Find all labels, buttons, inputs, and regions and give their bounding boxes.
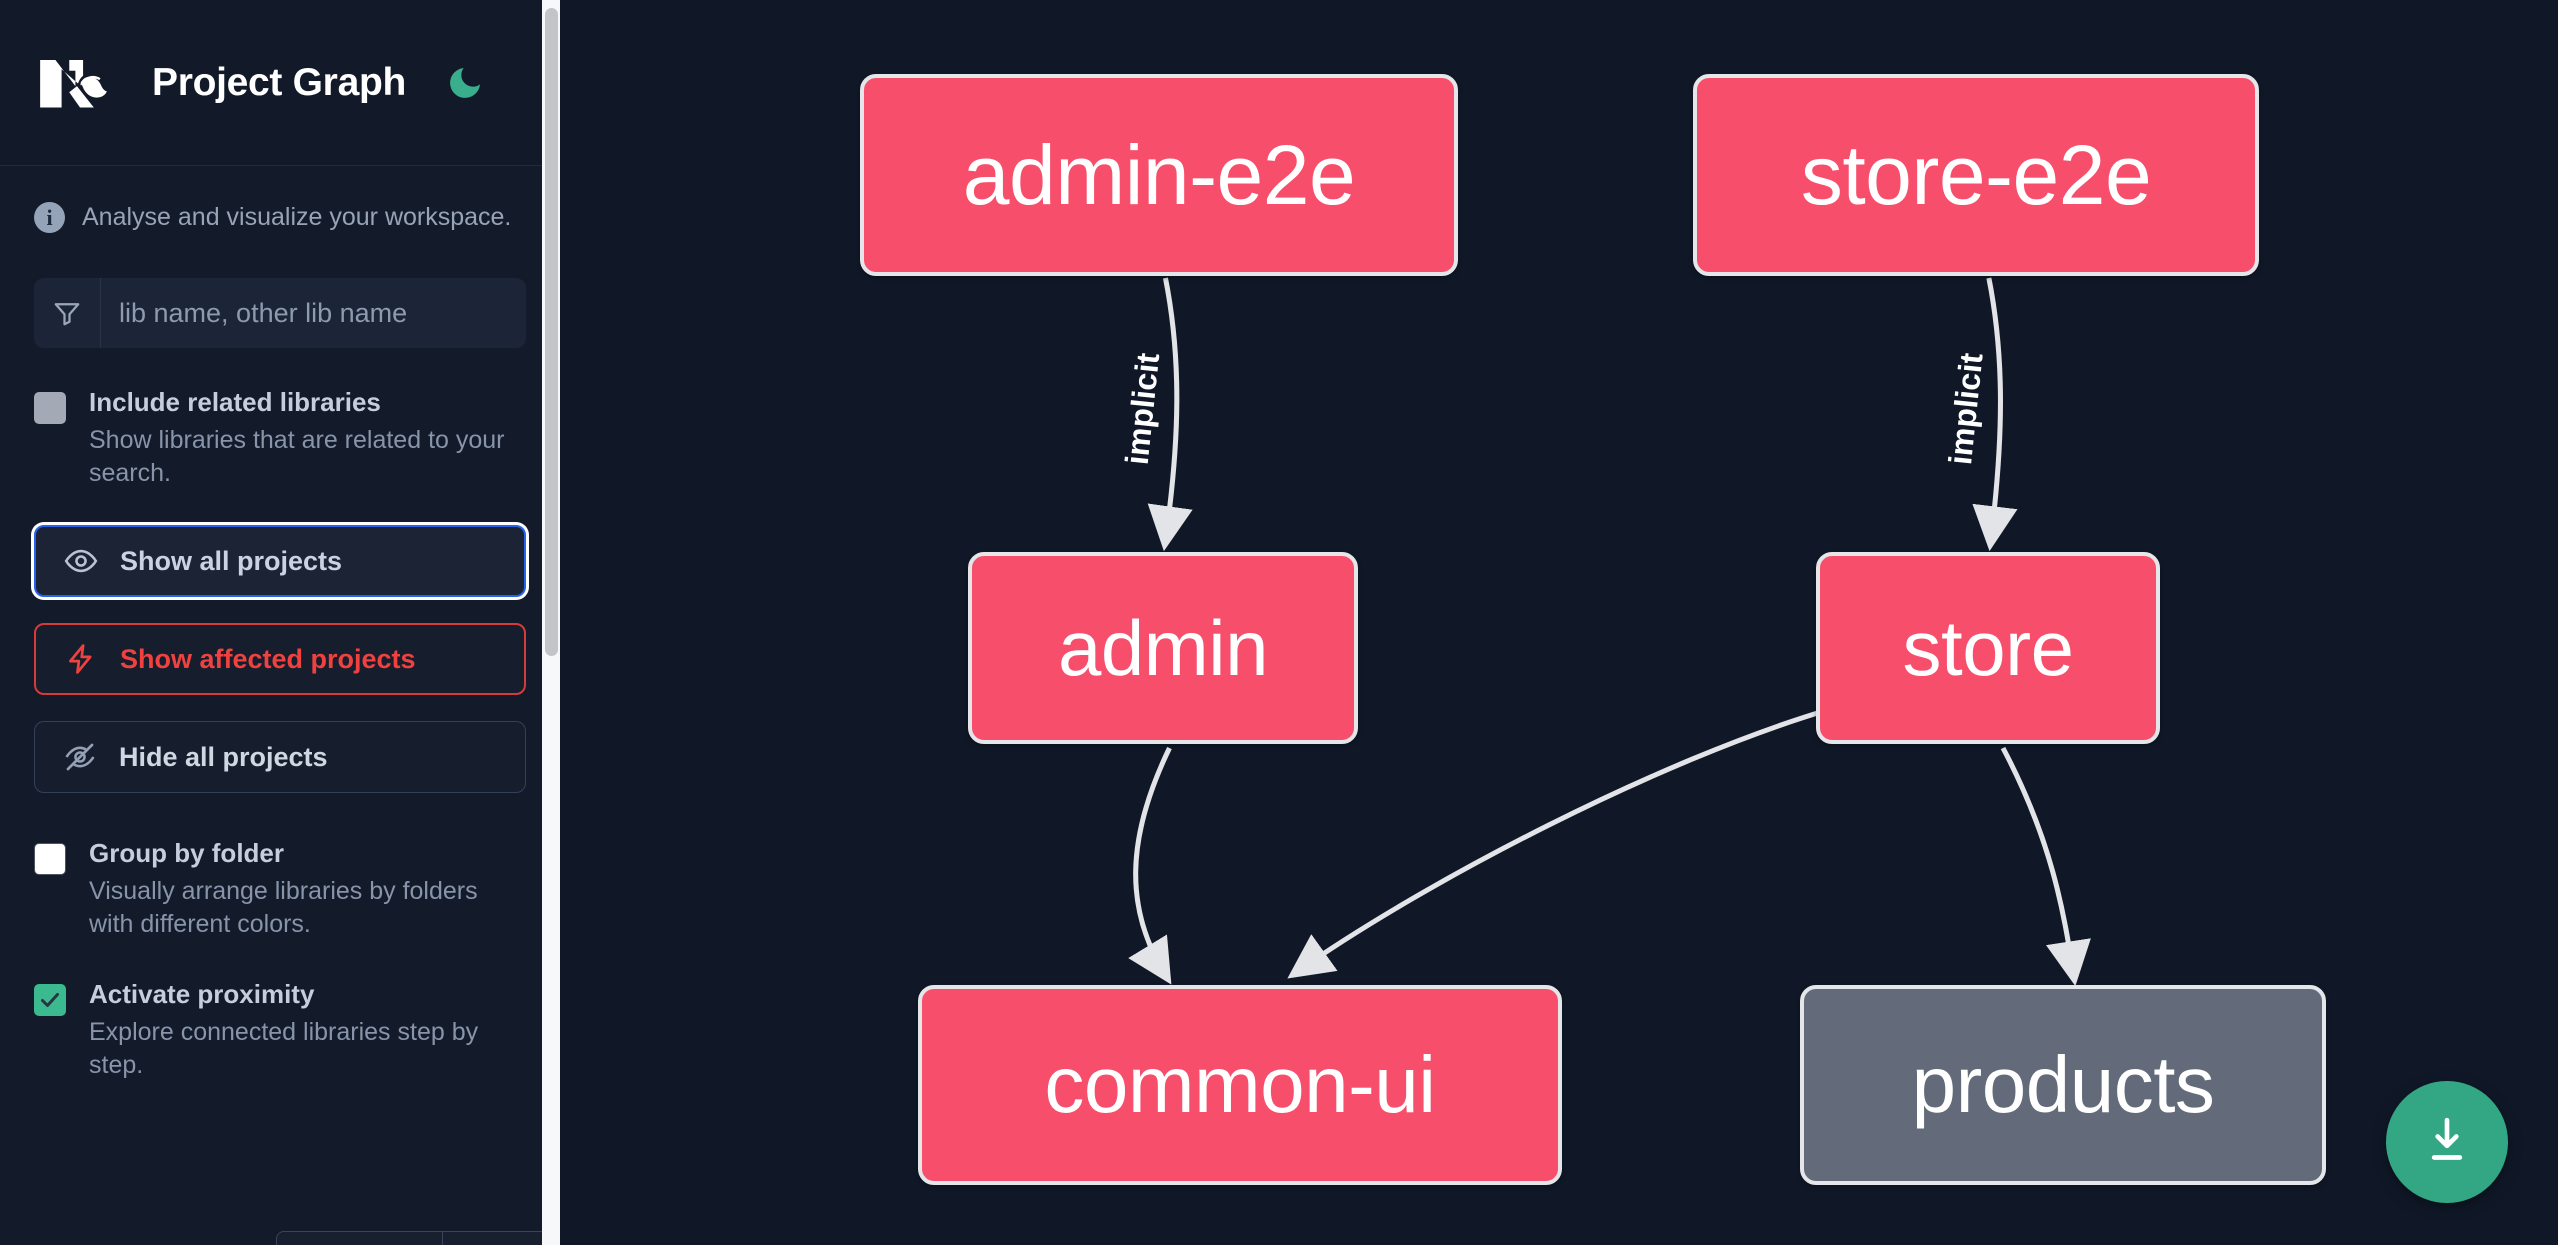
- download-icon: [2419, 1112, 2475, 1173]
- edge-label-implicit-store: implicit: [1942, 351, 1990, 466]
- option-group-by-folder[interactable]: Group by folder Visually arrange librari…: [0, 793, 560, 942]
- graph-edges: implicit implicit: [1116, 277, 2091, 987]
- graph-node-admin[interactable]: admin: [968, 552, 1358, 744]
- option-include-related-libraries[interactable]: Include related libraries Show libraries…: [0, 348, 560, 491]
- graph-node-label: store: [1902, 603, 2074, 692]
- show-affected-projects-button[interactable]: Show affected projects: [34, 623, 526, 695]
- graph-node-label: common-ui: [1044, 1040, 1436, 1129]
- option-label: Group by folder: [89, 838, 284, 868]
- segment-2[interactable]: [442, 1231, 560, 1245]
- edge-admin-e2e-to-admin: [1147, 277, 1193, 552]
- option-activate-proximity[interactable]: Activate proximity Explore connected lib…: [0, 942, 560, 1083]
- graph-node-label: products: [1911, 1040, 2215, 1129]
- download-button[interactable]: [2386, 1081, 2508, 1203]
- search-section: [0, 233, 560, 348]
- segment-1[interactable]: [276, 1231, 443, 1245]
- sidebar-subtitle-text: Analyse and visualize your workspace.: [82, 203, 512, 231]
- checkbox-activate-proximity[interactable]: [34, 984, 66, 1016]
- page-title: Project Graph: [152, 60, 406, 104]
- sidebar-scrollbar-thumb[interactable]: [545, 8, 558, 656]
- option-description: Show libraries that are related to your …: [89, 425, 505, 488]
- sidebar-header: Project Graph: [0, 0, 560, 166]
- graph-node-common-ui[interactable]: common-ui: [918, 985, 1562, 1185]
- eye-off-icon: [63, 740, 107, 774]
- sidebar: Project Graph i Analyse and visualize yo…: [0, 0, 560, 1245]
- graph-node-label: admin: [1058, 603, 1268, 692]
- graph-canvas[interactable]: implicit implicit admin-e2e store-e2e ad…: [560, 0, 2558, 1245]
- sidebar-scrollbar[interactable]: [542, 0, 560, 1245]
- edge-store-to-common-ui: [1287, 707, 1829, 979]
- edge-store-to-products: [2000, 746, 2091, 987]
- edge-admin-to-common-ui: [1128, 746, 1172, 985]
- hide-all-projects-label: Hide all projects: [119, 741, 328, 772]
- edge-label-implicit-admin: implicit: [1118, 351, 1166, 466]
- graph-node-store[interactable]: store: [1816, 552, 2160, 744]
- visibility-button-group: Show all projects Show affected projects: [0, 491, 560, 793]
- graph-node-label: store-e2e: [1800, 127, 2152, 222]
- search-box[interactable]: [34, 278, 526, 348]
- search-input[interactable]: [101, 278, 526, 348]
- lightning-icon: [64, 642, 108, 676]
- info-icon: i: [34, 202, 65, 233]
- nx-logo-icon: [34, 52, 126, 114]
- checkbox-include-related-libraries[interactable]: [34, 392, 66, 424]
- graph-node-products[interactable]: products: [1800, 985, 2326, 1185]
- moon-icon[interactable]: [442, 60, 488, 106]
- sidebar-subtitle: i Analyse and visualize your workspace.: [0, 166, 560, 233]
- filter-icon[interactable]: [34, 278, 101, 348]
- eye-icon: [64, 544, 108, 578]
- show-all-projects-button[interactable]: Show all projects: [34, 525, 526, 597]
- hide-all-projects-button[interactable]: Hide all projects: [34, 721, 526, 793]
- show-affected-projects-label: Show affected projects: [120, 643, 416, 674]
- option-label: Include related libraries: [89, 387, 381, 417]
- segmented-control-peek[interactable]: [276, 1231, 560, 1245]
- option-label: Activate proximity: [89, 979, 315, 1009]
- show-all-projects-label: Show all projects: [120, 545, 343, 576]
- graph-node-store-e2e[interactable]: store-e2e: [1693, 74, 2259, 276]
- option-description: Explore connected libraries step by step…: [89, 1017, 479, 1080]
- graph-node-admin-e2e[interactable]: admin-e2e: [860, 74, 1458, 276]
- option-description: Visually arrange libraries by folders wi…: [89, 876, 478, 939]
- graph-node-label: admin-e2e: [962, 127, 1356, 222]
- checkbox-group-by-folder[interactable]: [34, 843, 66, 875]
- edge-store-e2e-to-store: [1972, 277, 2018, 552]
